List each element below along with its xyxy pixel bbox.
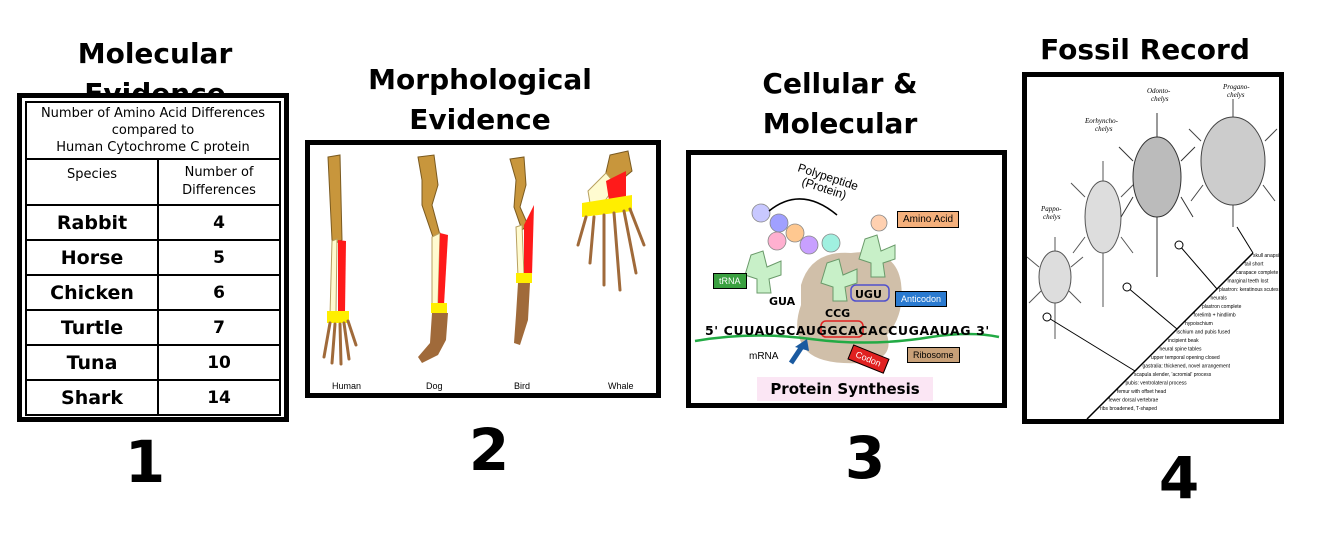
panel1-number: 1 (124, 428, 166, 496)
trait-label: scapula slender, 'acromial' process (1134, 372, 1212, 378)
trait-label: femur with offset head (1117, 389, 1166, 395)
table-title: Number of Amino Acid Differences compare… (25, 101, 281, 160)
species-cell: Rabbit (24, 204, 160, 241)
forelimb-panel: Human Dog Bird Whale (305, 140, 661, 398)
trait-label: ischium and pubis fused (1177, 330, 1231, 336)
difference-cell: 6 (157, 274, 281, 311)
dog-leg-illustration (417, 154, 448, 363)
mrna-label: mRNA (749, 351, 779, 362)
odontochelys-skeleton (1118, 113, 1196, 277)
trait-label: carapace complete (1236, 270, 1278, 276)
species-label: Eorhyncho- (1084, 117, 1119, 125)
cladogram-trunk (1086, 252, 1254, 419)
trait-label: ribs broadened, T-shaped (1100, 406, 1157, 412)
protein-synthesis-panel: 5' CUUAUGCAUGGCACACCUGAAUAG 3' GUA CCG U… (686, 150, 1007, 408)
trait-label: tail short (1245, 262, 1265, 268)
trait-label: skull anapsid (1253, 253, 1279, 259)
col-diff-line2: Differences (182, 183, 256, 198)
mrna-strand (694, 332, 1000, 344)
species-cell: Turtle (24, 309, 160, 346)
mrna-sequence: 5' CUUAUGCAUGGCACACCUGAAUAG 3' (705, 323, 990, 338)
panel2-number: 2 (468, 416, 510, 484)
panel4-heading: Fossil Record (1040, 33, 1250, 66)
column-header-differences: Number of Differences (157, 158, 281, 206)
trait-label: marginal teeth lost (1228, 279, 1269, 285)
protein-synthesis-diagram: 5' CUUAUGCAUGGCACACCUGAAUAG 3' GUA CCG U… (694, 161, 1000, 365)
panel3-number: 3 (844, 424, 886, 492)
turtle-phylogeny-diagram: Pappo- chelys Eorhyncho- chelys Odonto- … (1027, 83, 1279, 419)
label-whale: Whale (608, 381, 634, 391)
table-title-line1: Number of Amino Acid Differences (40, 106, 266, 121)
proganochelys-skeleton (1188, 99, 1278, 227)
species-cell: Tuna (24, 344, 160, 381)
amino-acid-table: Number of Amino Acid Differences compare… (24, 101, 281, 416)
forelimb-diagram: Human Dog Bird Whale (322, 150, 646, 391)
difference-cell: 4 (157, 204, 281, 241)
panel2-heading: Morphological Evidence (330, 60, 630, 140)
trait-label: pubis: ventrolateral process (1126, 381, 1188, 387)
species-cell: Shark (24, 379, 160, 416)
panel2-heading-line1: Morphological (368, 63, 592, 96)
amino-acid-tag: Amino Acid (897, 211, 960, 228)
anticodon-ccg: CCG (825, 307, 850, 320)
species-label: chelys (1095, 125, 1113, 133)
trait-label: neural spine tables (1160, 347, 1202, 353)
label-dog: Dog (426, 381, 443, 391)
column-header-species: Species (24, 158, 160, 206)
table-title-line2: compared to (111, 123, 195, 138)
eorhynchochelys-skeleton (1070, 161, 1136, 307)
species-label: chelys (1227, 91, 1245, 99)
trait-label: upper temporal opening closed (1151, 355, 1220, 361)
anticodon-ugu: UGU (855, 288, 882, 301)
bird-wing-illustration (509, 156, 534, 345)
label-bird: Bird (514, 381, 530, 391)
human-arm-illustration (322, 154, 358, 366)
trait-label: neurals (1211, 296, 1228, 302)
species-cell: Chicken (24, 274, 160, 311)
trait-label: incipient beak (1168, 338, 1199, 344)
trait-label: plastron complete (1202, 304, 1242, 310)
difference-cell: 14 (157, 379, 281, 416)
difference-cell: 7 (157, 309, 281, 346)
pappochelys-skeleton (1027, 237, 1084, 339)
species-label: Odonto- (1147, 87, 1171, 95)
ribosome-tag: Ribosome (907, 347, 960, 363)
difference-cell: 10 (157, 344, 281, 381)
species-label: Progano- (1222, 83, 1250, 91)
difference-cell: 5 (157, 239, 281, 276)
table-title-line3: Human Cytochrome C protein (56, 140, 250, 155)
species-label: chelys (1043, 213, 1061, 221)
anticodon-tag: Anticodon (895, 291, 948, 307)
panel4-number: 4 (1158, 444, 1200, 512)
trait-label: forelimb + hindlimb (1194, 313, 1236, 319)
species-cell: Horse (24, 239, 160, 276)
trait-labels: skull anapsid tail short carapace complete… (1100, 253, 1279, 412)
panel3-heading-line1: Cellular & (762, 67, 918, 100)
trait-label: plastron: keratinous scutes (1219, 287, 1279, 293)
trna-tag: tRNA (713, 273, 747, 289)
trait-label: gastralia: thickened, novel arrangement (1143, 364, 1231, 370)
anticodon-gua: GUA (769, 295, 796, 308)
label-human: Human (332, 381, 361, 391)
amino-acid-table-panel: Number of Amino Acid Differences compare… (17, 93, 289, 422)
fossil-record-panel: Pappo- chelys Eorhyncho- chelys Odonto- … (1022, 72, 1284, 424)
species-label: chelys (1151, 95, 1169, 103)
col-diff-line1: Number of (184, 165, 254, 180)
trait-label: hypoischium (1185, 321, 1213, 327)
species-label: Pappo- (1040, 205, 1062, 213)
panel2-heading-line2: Evidence (409, 103, 551, 136)
trait-label: fewer dorsal vertebrae (1109, 398, 1159, 404)
whale-flipper-illustration (576, 150, 646, 292)
protein-synthesis-caption: Protein Synthesis (757, 377, 933, 401)
